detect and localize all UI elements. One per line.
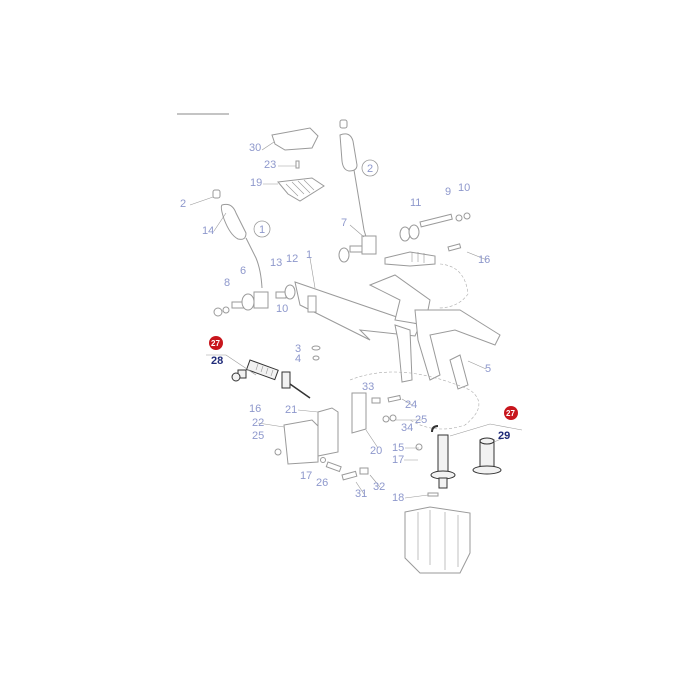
- valve-block: [404, 506, 471, 574]
- part-label-29: 29: [498, 430, 510, 442]
- screw-part: [295, 160, 300, 169]
- part-label-17b: 17: [300, 470, 312, 482]
- part-label-9: 9: [445, 186, 451, 198]
- part-label-20: 20: [370, 445, 382, 457]
- part-label-14: 14: [202, 225, 214, 237]
- cover-part: [271, 127, 319, 151]
- knob-cap: [212, 189, 221, 199]
- highlighted-assembly-28: [231, 359, 311, 399]
- part-label-32: 32: [373, 481, 385, 493]
- part-label-2: 2: [180, 198, 186, 210]
- lever-callout-2: 2: [367, 163, 373, 175]
- part-label-1: 1: [306, 249, 312, 261]
- part-label-13: 13: [270, 257, 282, 269]
- part-label-12: 12: [286, 253, 298, 265]
- part-label-4: 4: [295, 353, 301, 365]
- part-label-17: 17: [392, 454, 404, 466]
- part-label-28: 28: [211, 355, 223, 367]
- part-label-23: 23: [264, 159, 276, 171]
- badge-27-right-text: 27: [506, 409, 515, 418]
- lever-callout-1: 1: [259, 224, 265, 236]
- part-label-26: 26: [316, 477, 328, 489]
- part-label-18: 18: [392, 492, 404, 504]
- lever-knob: [220, 203, 247, 240]
- part-label-11: 11: [410, 197, 421, 209]
- part-label-10: 10: [458, 182, 470, 194]
- lever-rod: [245, 237, 263, 289]
- part-label-15: 15: [392, 442, 404, 454]
- part-label-6: 6: [240, 265, 246, 277]
- badge-27-right: [504, 406, 518, 420]
- part-label-16: 16: [478, 254, 490, 266]
- part-label-19: 19: [250, 177, 262, 189]
- badge-27-left: [209, 336, 223, 350]
- part-label-33: 33: [362, 381, 374, 393]
- badge-27-left-text: 27: [211, 339, 220, 348]
- part-label-31: 31: [355, 488, 367, 500]
- bracket-part: [277, 177, 325, 202]
- part-label-16b: 16: [249, 403, 261, 415]
- highlighted-assembly-29: [430, 425, 502, 489]
- part-label-21: 21: [285, 404, 297, 416]
- part-label-34: 34: [401, 422, 413, 434]
- part-label-22: 22: [252, 417, 264, 429]
- part-label-7: 7: [341, 217, 347, 229]
- part-label-25b: 25: [415, 414, 427, 426]
- part-label-5: 5: [485, 363, 491, 375]
- part-label-3: 3: [295, 343, 301, 355]
- part-label-24: 24: [405, 399, 417, 411]
- part-label-8: 8: [224, 277, 230, 289]
- part-label-30: 30: [249, 142, 261, 154]
- part-label-25: 25: [252, 430, 264, 442]
- part-label-10b: 10: [276, 303, 288, 315]
